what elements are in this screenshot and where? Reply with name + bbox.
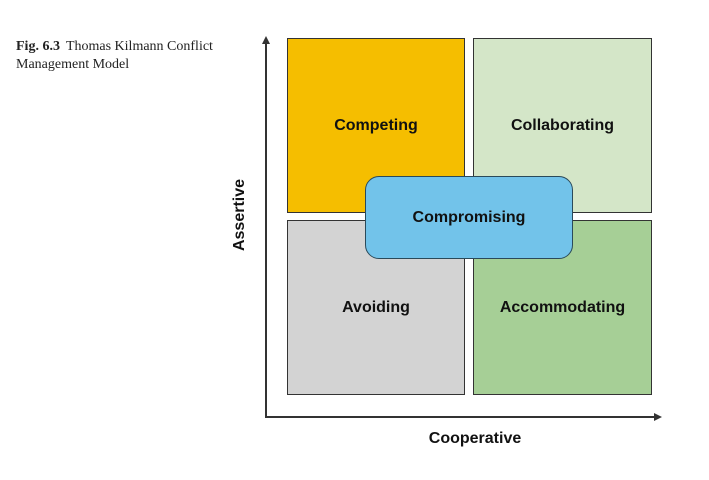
figure-number: Fig. 6.3 [16, 39, 60, 54]
x-axis [265, 416, 655, 418]
x-axis-arrow-icon [654, 413, 662, 421]
y-axis-arrow-icon [262, 36, 270, 44]
figure-title: Thomas Kilmann Conflict Management Model [16, 39, 213, 72]
y-axis [265, 42, 267, 417]
center-compromising: Compromising [365, 176, 573, 259]
x-axis-label: Cooperative [428, 430, 522, 447]
y-axis-label: Assertive [231, 178, 248, 252]
